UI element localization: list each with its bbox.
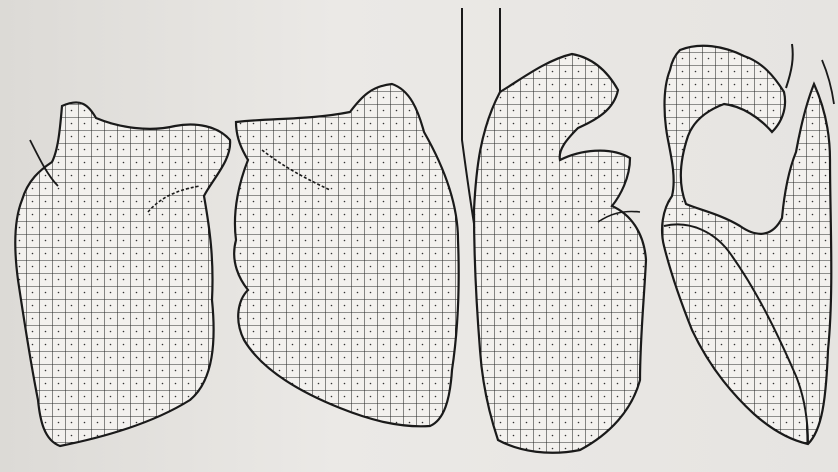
panel-3 xyxy=(462,8,646,453)
lobe-outline-4-upper xyxy=(662,46,831,444)
lobe-outline-2 xyxy=(234,84,459,426)
panel-2 xyxy=(234,84,459,426)
bronchus-stub-4 xyxy=(786,44,793,88)
lobe-outline-1 xyxy=(15,102,230,446)
panel-1 xyxy=(15,102,230,446)
panel-4 xyxy=(662,44,834,444)
lobe-outline-3 xyxy=(474,54,646,453)
edge-stub-4 xyxy=(822,60,834,104)
